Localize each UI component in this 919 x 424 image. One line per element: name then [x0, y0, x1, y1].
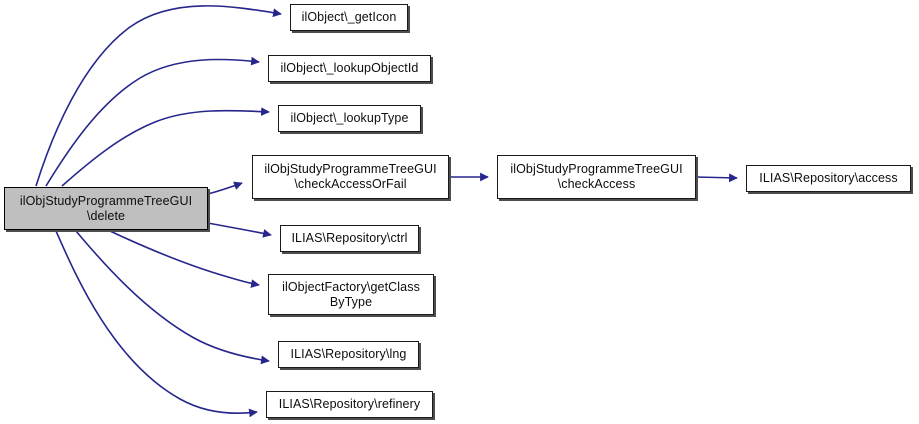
node-label: ilObjStudyProgrammeTreeGUI \checkAccess [510, 162, 683, 191]
node-ilias-repository-access[interactable]: ILIAS\Repository\access [746, 165, 911, 192]
node-label: ILIAS\Repository\refinery [278, 397, 421, 411]
node-ilias-repository-ctrl[interactable]: ILIAS\Repository\ctrl [280, 225, 419, 252]
node-label: ilObjStudyProgrammeTreeGUI \delete [19, 193, 193, 223]
edge-root-to-lookupType [61, 107, 270, 187]
node-label: ilObject\_lookupType [290, 111, 409, 125]
edge-checkAccess-to-access [695, 173, 738, 183]
node-label: ILIAS\Repository\lng [290, 347, 407, 361]
node-label: ILIAS\Repository\ctrl [291, 231, 408, 245]
node-label: ilObject\_lookupObjectId [280, 61, 419, 75]
node-ilObjStudyProgrammeTreeGUI-checkAccessOrFail[interactable]: ilObjStudyProgrammeTreeGUI \checkAccessO… [252, 155, 449, 199]
edge-root-to-lookupObjectId [45, 56, 260, 187]
node-label: ilObjectFactory\getClass ByType [282, 279, 420, 309]
edge-root-to-getClassByType [109, 230, 260, 288]
edge-root-to-ctrl [207, 222, 272, 238]
node-label: ilObjStudyProgrammeTreeGUI \checkAccessO… [264, 162, 437, 191]
edge-root-to-getIcon [35, 5, 282, 187]
node-ilObjectFactory-getClassByType[interactable]: ilObjectFactory\getClass ByType [268, 274, 434, 315]
node-ilObject-getIcon[interactable]: ilObject\_getIcon [290, 4, 408, 31]
node-root-ilObjStudyProgrammeTreeGUI-delete[interactable]: ilObjStudyProgrammeTreeGUI \delete [4, 187, 208, 230]
node-ilObjStudyProgrammeTreeGUI-checkAccess[interactable]: ilObjStudyProgrammeTreeGUI \checkAccess [497, 155, 696, 199]
node-ilObject-lookupObjectId[interactable]: ilObject\_lookupObjectId [268, 55, 431, 82]
node-label: ilObject\_getIcon [301, 10, 397, 24]
node-ilias-repository-lng[interactable]: ILIAS\Repository\lng [278, 341, 419, 368]
node-ilObject-lookupType[interactable]: ilObject\_lookupType [278, 105, 421, 132]
edge-root-to-lng [75, 230, 270, 365]
node-ilias-repository-refinery[interactable]: ILIAS\Repository\refinery [266, 391, 433, 418]
edge-root-to-checkAccessOrFail [207, 181, 243, 195]
edge-root-to-refinery [55, 230, 258, 418]
node-label: ILIAS\Repository\access [759, 171, 898, 185]
